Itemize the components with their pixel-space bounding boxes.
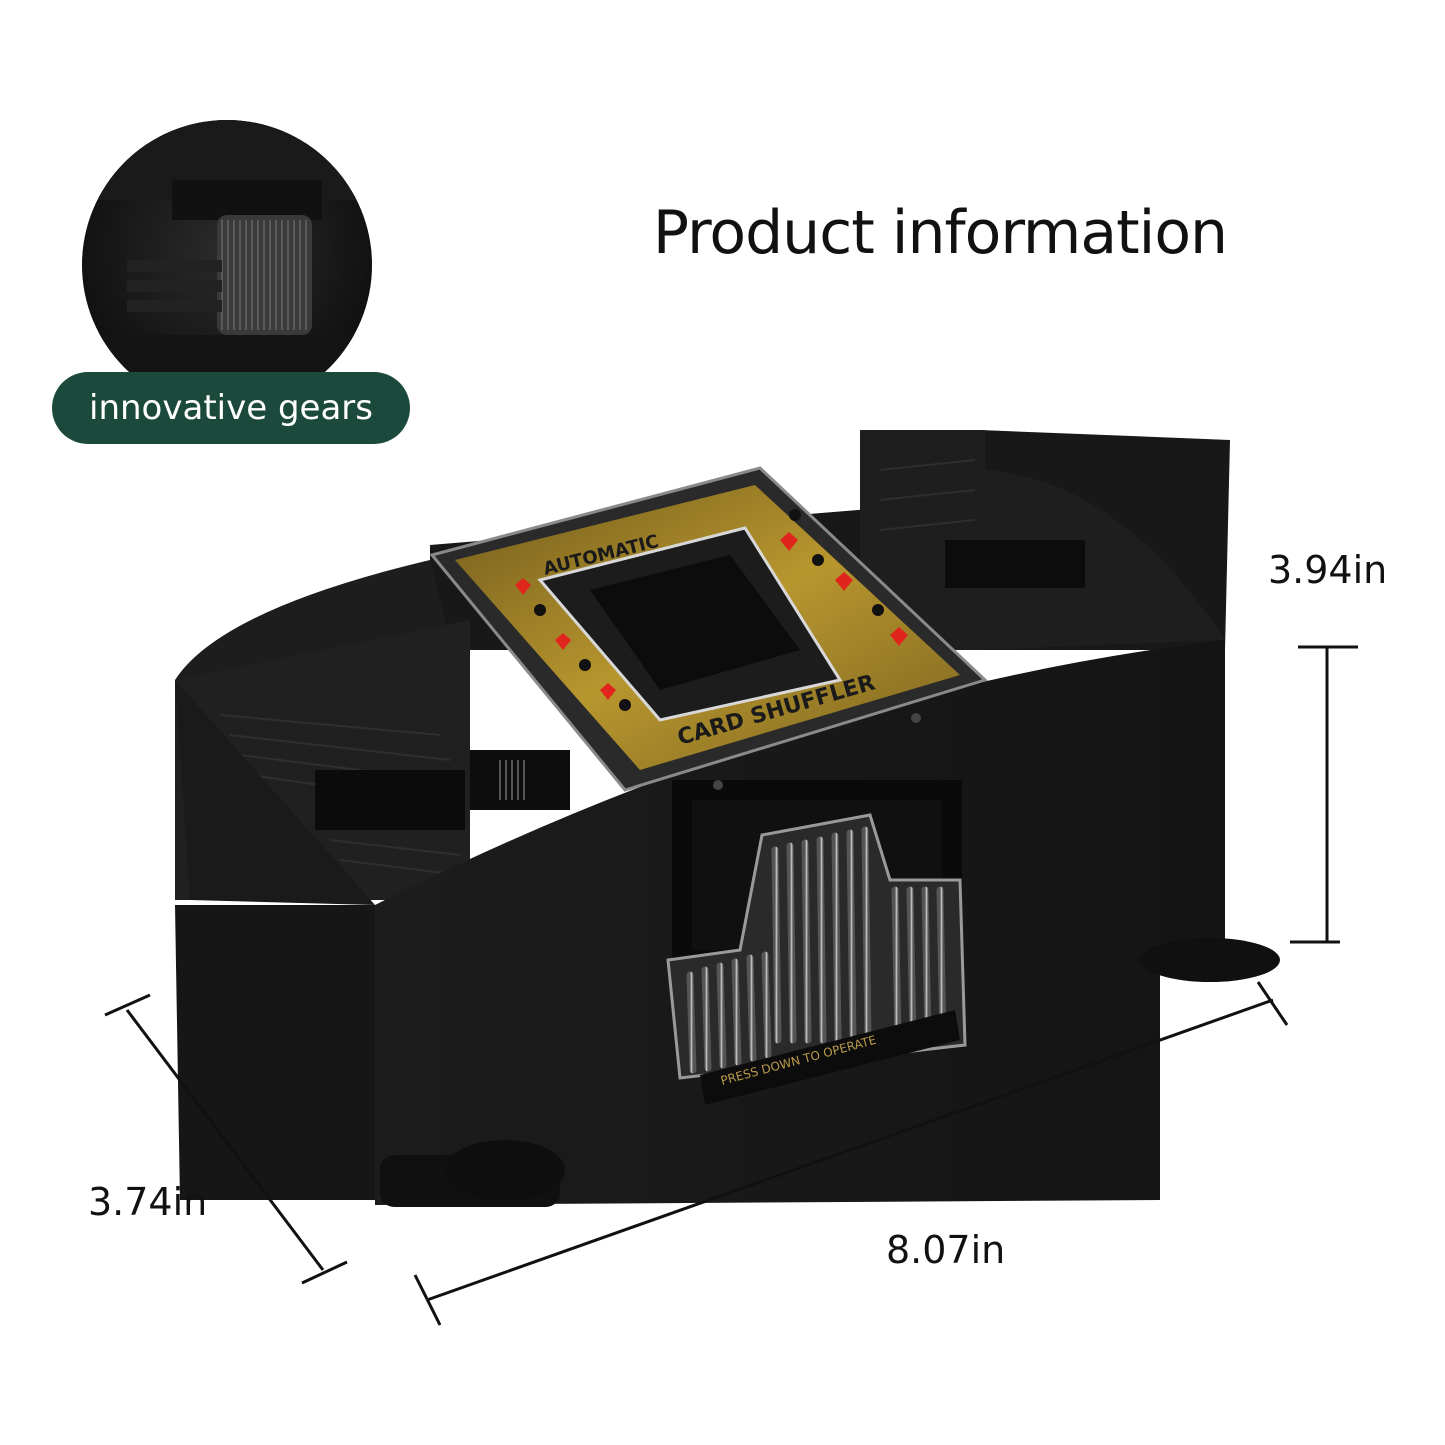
width-dimension-line [413, 981, 1289, 1326]
width-label: 8.07in [886, 1228, 1006, 1272]
depth-dimension-line [104, 993, 348, 1285]
innovative-gears-badge: innovative gears [52, 372, 410, 444]
height-label: 3.94in [1268, 548, 1388, 592]
page-title: Product information [652, 198, 1228, 268]
height-dimension-line [1290, 645, 1358, 944]
depth-label: 3.74in [88, 1180, 208, 1224]
press-lever [666, 813, 967, 1080]
